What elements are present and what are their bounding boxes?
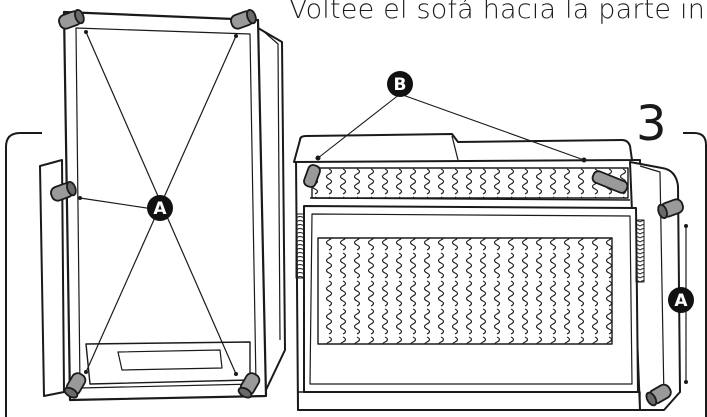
- callout-a-side: A: [668, 287, 694, 313]
- legs-right-unit: [645, 198, 684, 407]
- callout-a-side-label: A: [674, 291, 688, 311]
- step-frame: [5, 132, 707, 417]
- callout-b-connectors-label: B: [394, 75, 407, 95]
- callout-leaders: [315, 93, 587, 163]
- instruction-text: Voltee el sofá hacia la parte in: [289, 0, 706, 25]
- callout-a-legs-label: A: [153, 199, 167, 219]
- callout-a-legs: A: [147, 195, 173, 221]
- sofa-frame-springs: [293, 133, 688, 411]
- step-number: 3: [636, 96, 667, 152]
- connector-pins: [303, 164, 629, 194]
- callout-b-connectors: B: [387, 71, 413, 97]
- legs-left-unit: [50, 8, 261, 399]
